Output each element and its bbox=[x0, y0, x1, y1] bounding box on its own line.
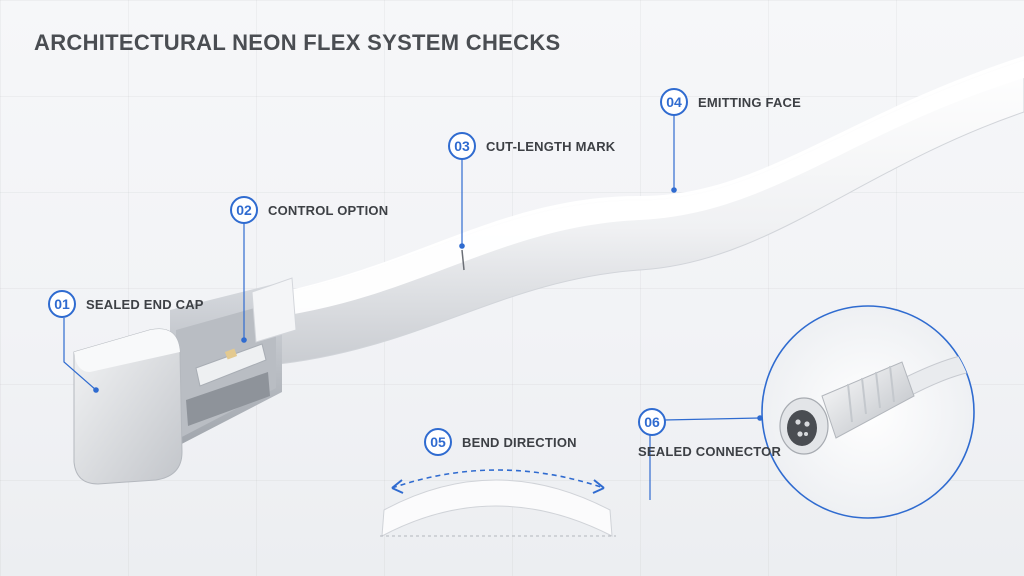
connector-illustration bbox=[761, 305, 975, 519]
page-title: ARCHITECTURAL NEON FLEX SYSTEM CHECKS bbox=[34, 30, 561, 55]
bend-arc-illustration bbox=[380, 469, 616, 537]
callout-number: 05 bbox=[424, 428, 452, 456]
callout-label: BEND DIRECTION bbox=[462, 434, 577, 450]
end-cap-illustration bbox=[73, 328, 183, 485]
end-section-illustration bbox=[170, 277, 297, 450]
callout-label: SEALED CONNECTOR bbox=[638, 444, 782, 459]
callout-number: 06 bbox=[638, 408, 666, 436]
callout-control-option: 02 CONTROL OPTION bbox=[230, 196, 388, 224]
connector-leader bbox=[663, 417, 761, 421]
led-chip-illustration bbox=[195, 343, 267, 387]
callout-label: CUT-LENGTH MARK bbox=[486, 138, 616, 154]
callout-label: CONTROL OPTION bbox=[268, 202, 389, 218]
callout-label: SEALED END CAP bbox=[86, 296, 204, 312]
callout-number: 01 bbox=[48, 290, 76, 318]
callout-number: 04 bbox=[660, 88, 688, 116]
callout-label: EMITTING FACE bbox=[698, 94, 801, 110]
neon-flex-strip-illustration bbox=[249, 56, 1024, 366]
callout-cut-length-mark: 03 CUT-LENGTH MARK bbox=[448, 132, 615, 160]
callout-bend-direction: 05 BEND DIRECTION bbox=[424, 428, 577, 456]
callout-emitting-face: 04 EMITTING FACE bbox=[660, 88, 801, 116]
callout-number: 03 bbox=[448, 132, 476, 160]
callout-sealed-end-cap: 01 SEALED END CAP bbox=[48, 290, 204, 318]
callout-number: 02 bbox=[230, 196, 258, 224]
callout-sealed-connector: 06 SEALED CONNECTOR bbox=[638, 408, 781, 459]
leader-lines bbox=[63, 114, 675, 500]
